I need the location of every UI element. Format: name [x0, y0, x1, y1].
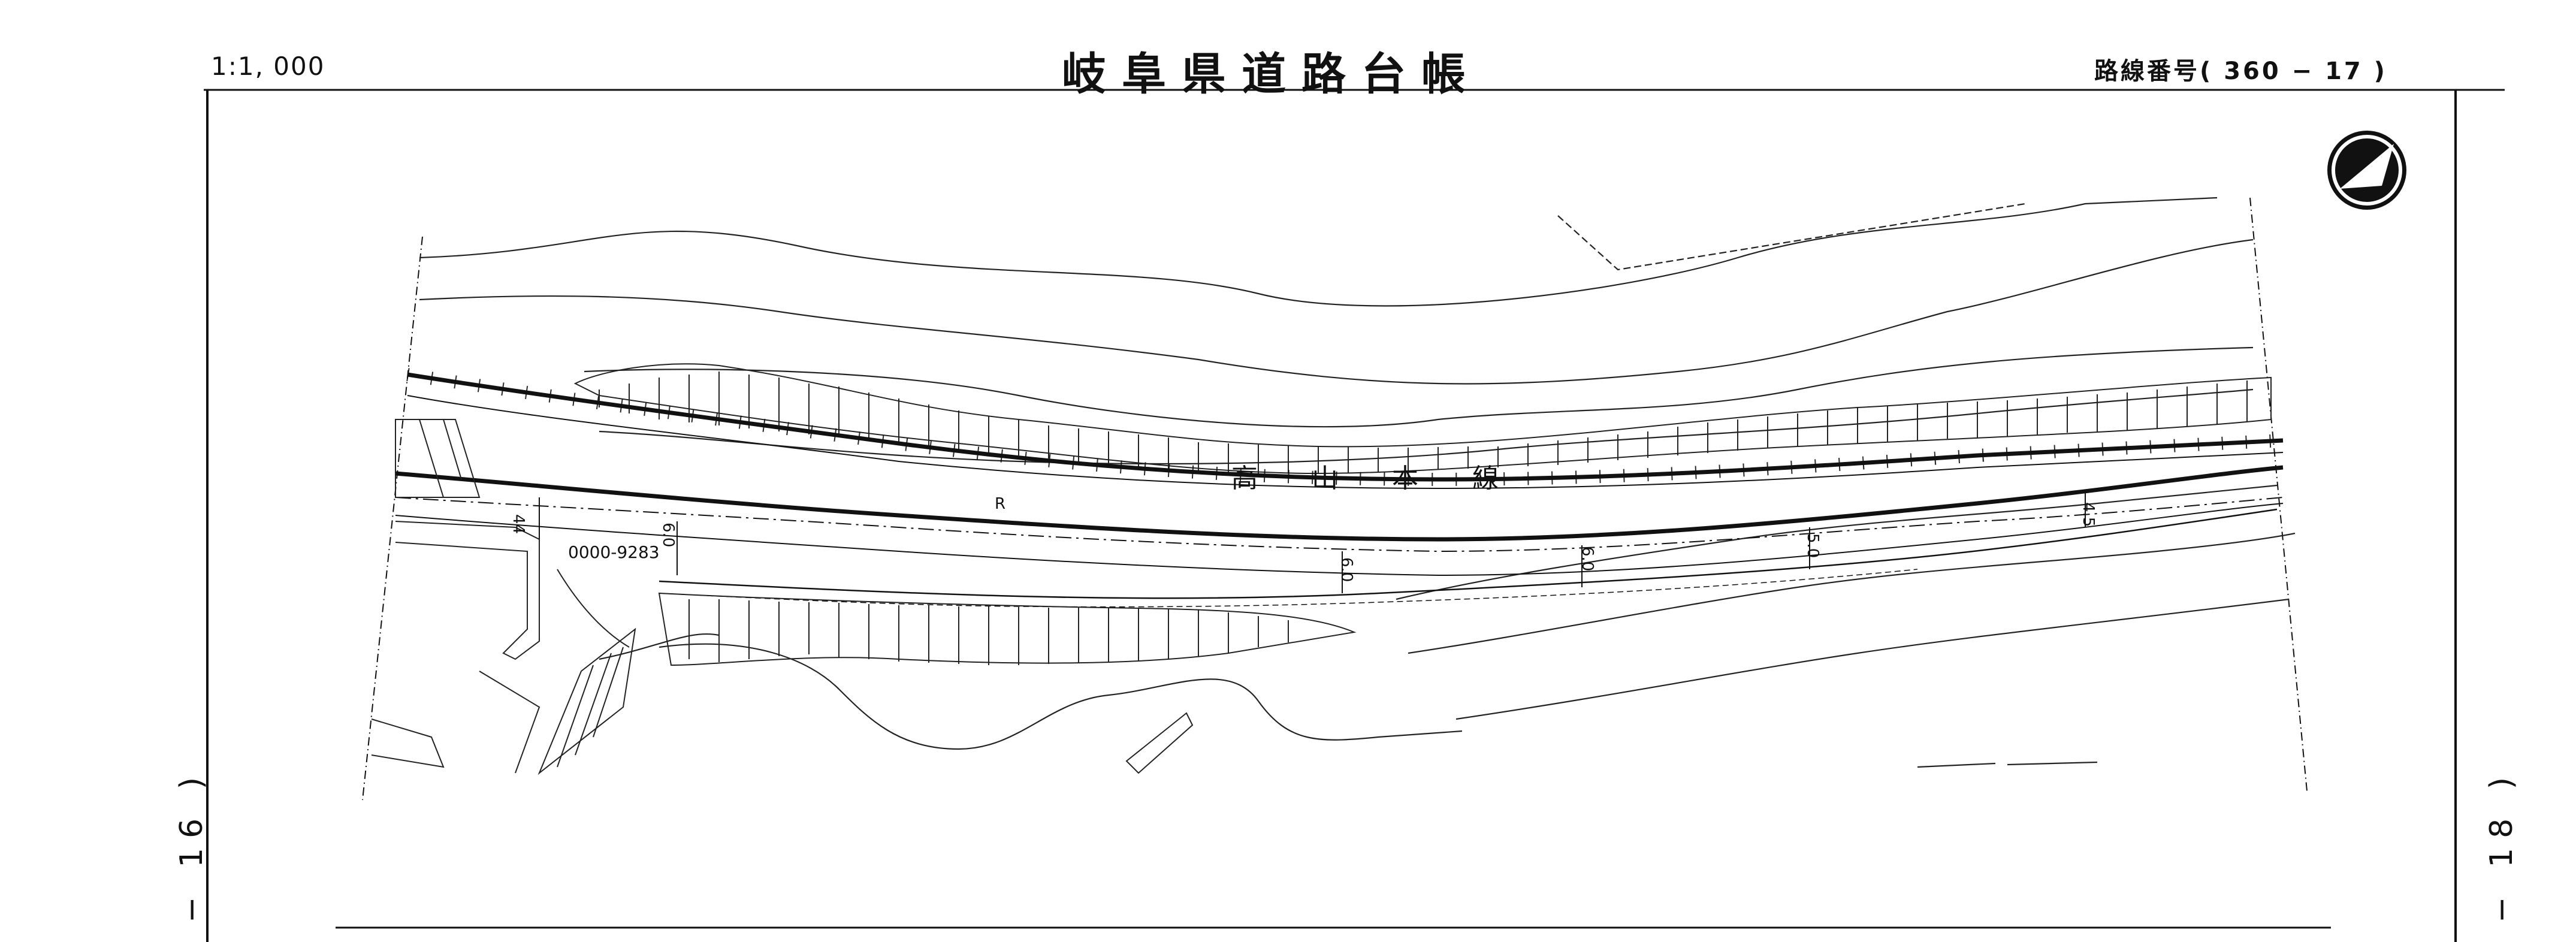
elevation-label: 44 [509, 514, 527, 535]
railway-line [406, 368, 2284, 490]
route-number: 路線番号( 360 − 17 ) [2094, 58, 2387, 85]
elevation-label: 6.0 [1337, 557, 1355, 582]
railway-label: 高 山 本 線 [1231, 463, 1521, 494]
road-lines [395, 465, 2284, 608]
survey-extent [362, 197, 2308, 801]
elevation-label: 6.0 [659, 523, 677, 548]
embankment-lower [537, 592, 1357, 775]
curve-marker: R [995, 495, 1006, 513]
structures-left [371, 419, 630, 774]
parcel-code: 0000-9283 [568, 542, 660, 562]
elevation-label: 5.0 [1804, 533, 1822, 558]
page-title: 岐阜県道路台帳 [1062, 49, 1481, 100]
map-frame [206, 90, 2457, 942]
north-arrow-icon [2327, 131, 2406, 210]
elevation-label: 6.0 [1578, 547, 1596, 572]
map-scale: 1:1, 000 [211, 52, 325, 81]
dimension-markers [539, 491, 2086, 593]
embankment-upper [573, 363, 2272, 475]
elevation-label: 4.5 [2079, 502, 2097, 527]
